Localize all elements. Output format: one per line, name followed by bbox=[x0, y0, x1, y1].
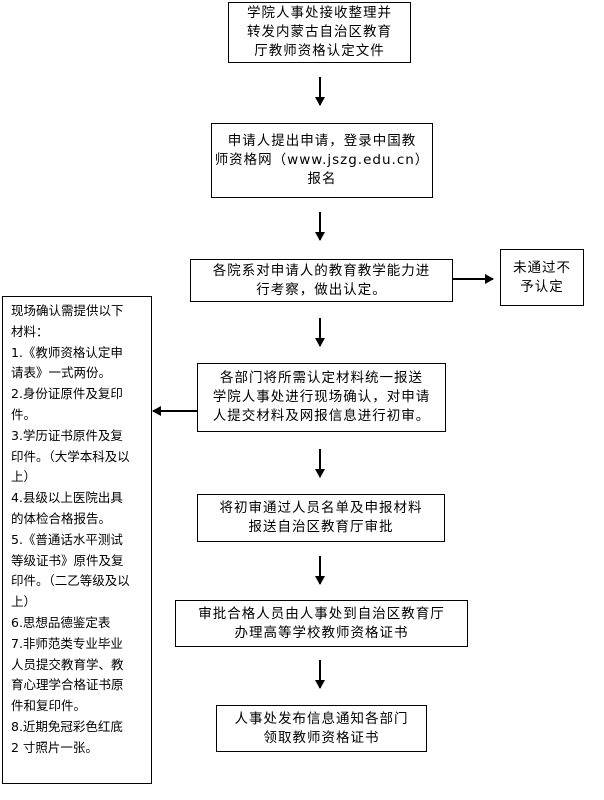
step-7-box: 人事处发布信息通知各部门 领取教师资格证书 bbox=[216, 705, 427, 752]
materials-line: 5.《普通话水平测试 bbox=[11, 531, 123, 547]
step-4-box: 各部门将所需认定材料统一报送 学院人事处进行现场确认，对申请 人提交材料及网报信… bbox=[197, 363, 446, 432]
materials-line: 等级证书》原件及复 bbox=[11, 552, 124, 568]
materials-line: 件。 bbox=[11, 406, 37, 422]
arrow-step3-to-reject bbox=[453, 274, 494, 283]
materials-line: 现场确认需提供以下 bbox=[11, 303, 124, 318]
materials-line: 上） bbox=[11, 469, 37, 485]
materials-line: 的体检合格报告。 bbox=[11, 510, 112, 526]
arrow-step4-to-step5 bbox=[315, 449, 324, 478]
materials-line: 2.身份证原件及复印 bbox=[11, 386, 123, 402]
arrow-step6-to-step7 bbox=[315, 660, 324, 689]
step-3-text: 各院系对申请人的教育教学能力进 行考察，做出认定。 bbox=[212, 262, 431, 298]
materials-line: 1.《教师资格认定申 bbox=[11, 344, 123, 360]
materials-line: 2 寸照片一张。 bbox=[11, 739, 98, 755]
materials-line: 3.学历证书原件及复 bbox=[11, 427, 123, 443]
arrow-step4-to-materials bbox=[152, 406, 197, 415]
materials-line: 育心理学合格证书原 bbox=[11, 677, 124, 693]
step-4-text: 各部门将所需认定材料统一报送 学院人事处进行现场确认，对申请 人提交材料及网报信… bbox=[212, 370, 431, 424]
step-6-text: 审批合格人员由人事处到自治区教育厅 办理高等学校教师资格证书 bbox=[198, 605, 445, 641]
step-7-text: 人事处发布信息通知各部门 领取教师资格证书 bbox=[234, 710, 409, 746]
materials-line: 人员提交教育学、教 bbox=[11, 656, 124, 672]
materials-line: 印件。（大学本科及以 bbox=[11, 448, 130, 464]
step-6-box: 审批合格人员由人事处到自治区教育厅 办理高等学校教师资格证书 bbox=[175, 600, 468, 647]
materials-box: 现场确认需提供以下 材料： 1.《教师资格认定申 请表》一式两份。 2.身份证原… bbox=[2, 296, 152, 784]
arrow-step2-to-step3 bbox=[315, 212, 324, 241]
step-2-box: 申请人提出申请，登录中国教 师资格网（www.jszg.edu.cn） 报名 bbox=[211, 123, 433, 198]
arrow-step5-to-step6 bbox=[315, 556, 324, 585]
materials-line: 件和复印件。 bbox=[11, 698, 87, 714]
materials-line: 上） bbox=[11, 594, 37, 610]
step-5-text: 将初审通过人员名单及申报材料 报送自治区教育厅审批 bbox=[219, 500, 423, 535]
materials-line: 6.思想品德鉴定表 bbox=[11, 614, 111, 630]
arrow-step1-to-step2 bbox=[315, 77, 324, 106]
materials-line: 材料： bbox=[11, 323, 49, 339]
reject-box: 未通过不 予认定 bbox=[500, 249, 584, 306]
materials-line: 印件。（二乙等级及以 bbox=[11, 573, 130, 589]
materials-line: 7.非师范类专业毕业 bbox=[11, 635, 123, 651]
arrow-step3-to-step4 bbox=[315, 318, 324, 347]
step-3-box: 各院系对申请人的教育教学能力进 行考察，做出认定。 bbox=[190, 259, 453, 302]
materials-line: 4.县级以上医院出具 bbox=[11, 490, 123, 506]
step-1-box: 学院人事处接收整理并 转发内蒙古自治区教育 厅教师资格认定文件 bbox=[228, 2, 411, 63]
step-1-text: 学院人事处接收整理并 转发内蒙古自治区教育 厅教师资格认定文件 bbox=[247, 5, 392, 59]
materials-line: 8.近期免冠彩色红底 bbox=[11, 718, 123, 734]
step-2-text: 申请人提出申请，登录中国教 师资格网（www.jszg.edu.cn） 报名 bbox=[214, 133, 430, 187]
reject-text: 未通过不 予认定 bbox=[513, 259, 571, 295]
materials-line: 请表》一式两份。 bbox=[11, 365, 112, 381]
step-5-box: 将初审通过人员名单及申报材料 报送自治区教育厅审批 bbox=[197, 494, 445, 542]
